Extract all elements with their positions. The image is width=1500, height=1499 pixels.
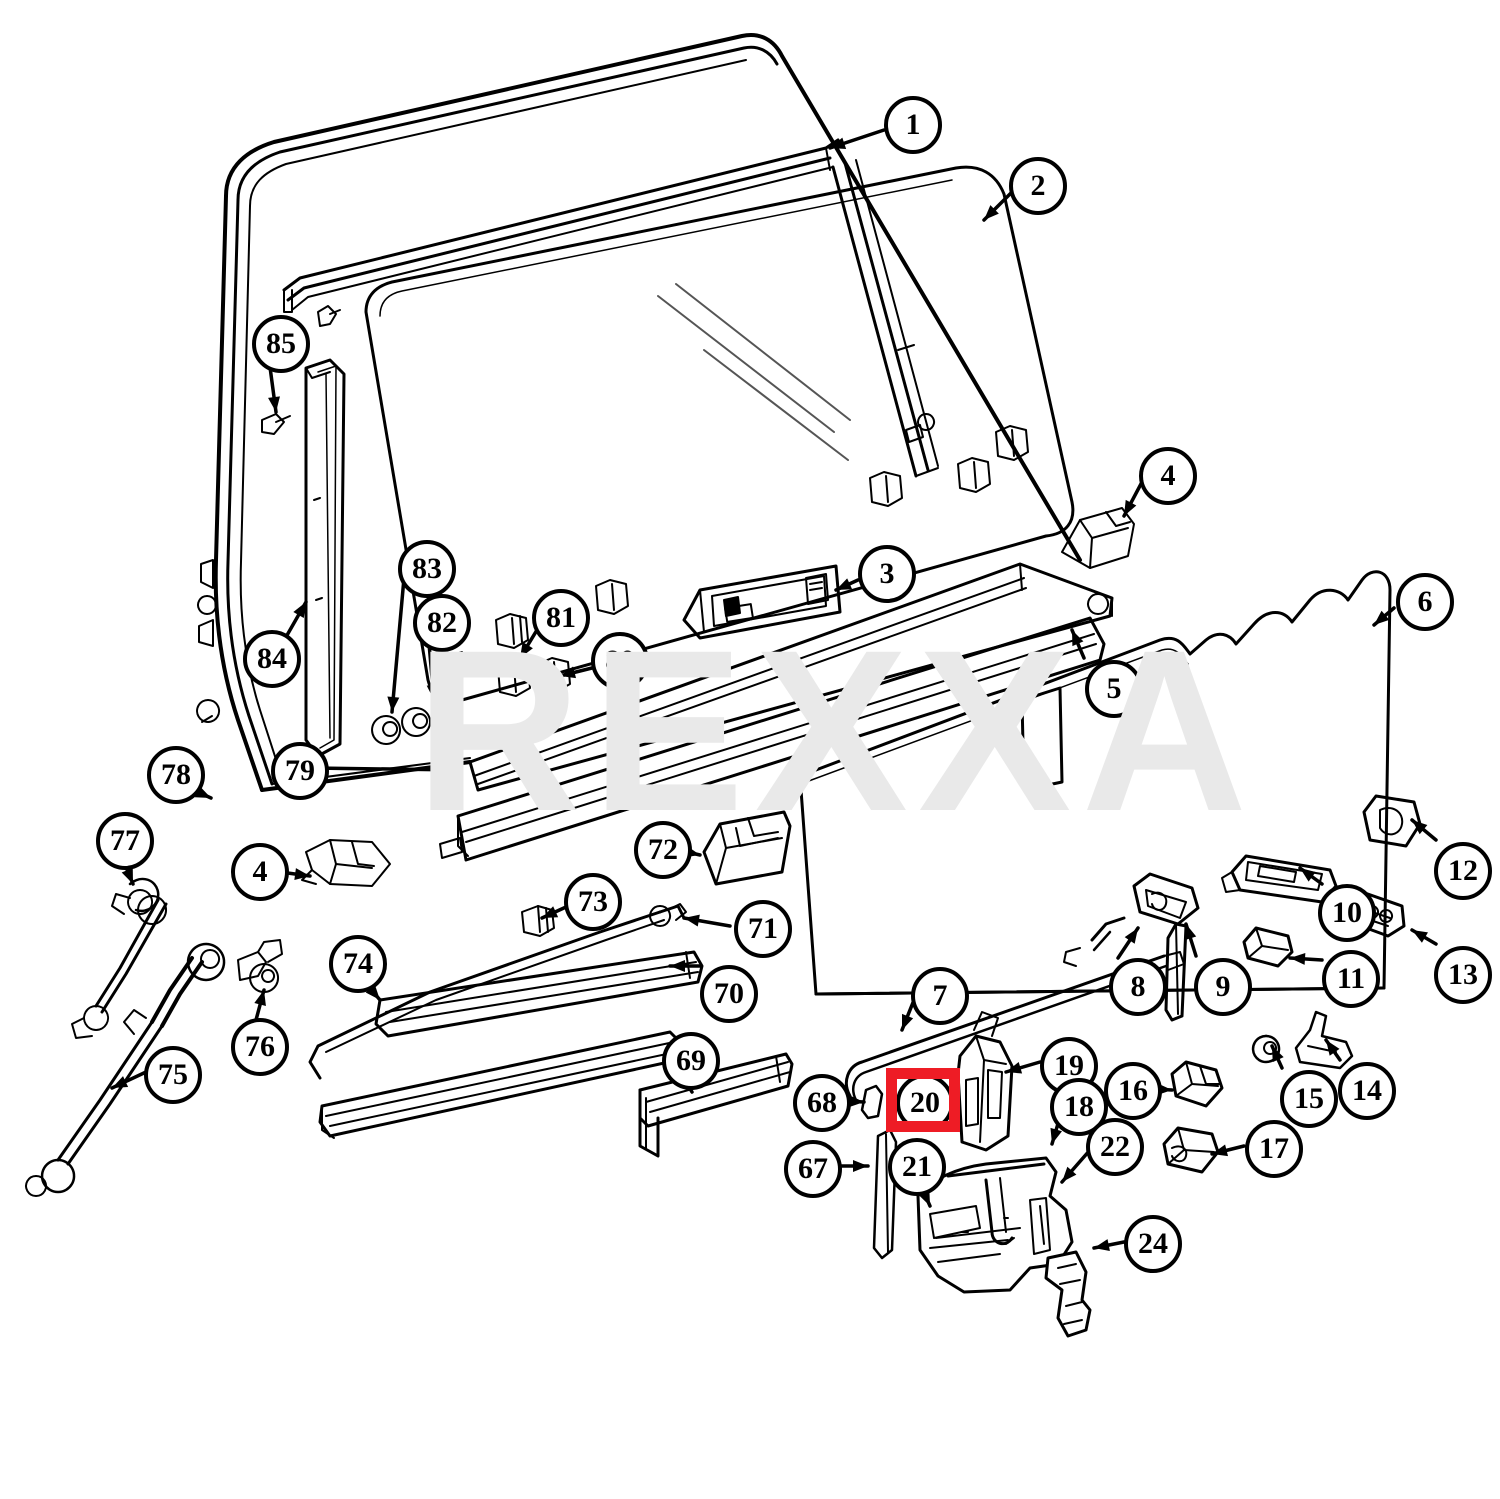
callout-label: 9 [1215, 970, 1231, 1003]
callout-1[interactable]: 1 [884, 96, 942, 154]
callout-label: 16 [1118, 1074, 1148, 1107]
callout-7[interactable]: 7 [911, 967, 969, 1025]
callout-8[interactable]: 8 [1109, 958, 1167, 1016]
callout-77[interactable]: 77 [96, 812, 154, 870]
callout-label: 13 [1448, 958, 1478, 991]
watermark-rexxa: REXXA [415, 602, 1258, 859]
callout-6[interactable]: 6 [1396, 573, 1454, 631]
callout-80[interactable]: 80 [591, 632, 649, 690]
callout-5[interactable]: 5 [1085, 660, 1143, 718]
callout-15[interactable]: 15 [1280, 1070, 1338, 1128]
callout-label: 24 [1138, 1227, 1168, 1260]
callout-label: 21 [902, 1150, 932, 1183]
callout-label: 67 [798, 1152, 828, 1185]
callout-9[interactable]: 9 [1194, 958, 1252, 1016]
callout-label: 8 [1130, 970, 1146, 1003]
callout-4[interactable]: 4 [231, 843, 289, 901]
callout-76[interactable]: 76 [231, 1018, 289, 1076]
callout-79[interactable]: 79 [271, 742, 329, 800]
callout-17[interactable]: 17 [1245, 1120, 1303, 1178]
callout-4[interactable]: 4 [1139, 447, 1197, 505]
callout-label: 17 [1259, 1132, 1289, 1165]
callout-label: 84 [257, 642, 287, 675]
callout-label: 12 [1448, 854, 1478, 887]
callout-label: 3 [879, 557, 895, 590]
callout-label: 78 [161, 758, 191, 791]
callout-84[interactable]: 84 [243, 630, 301, 688]
callout-label: 79 [285, 754, 315, 787]
callout-label: 22 [1100, 1130, 1130, 1163]
callout-83[interactable]: 83 [398, 540, 456, 598]
callout-label: 81 [546, 601, 576, 634]
callout-label: 20 [910, 1086, 940, 1119]
callout-68[interactable]: 68 [793, 1074, 851, 1132]
callout-71[interactable]: 71 [734, 900, 792, 958]
callout-label: 5 [1106, 672, 1122, 705]
callout-69[interactable]: 69 [662, 1032, 720, 1090]
callout-label: 80 [605, 644, 635, 677]
callout-label: 7 [932, 979, 948, 1012]
callout-label: 82 [427, 606, 457, 639]
callout-72[interactable]: 72 [634, 821, 692, 879]
callout-67[interactable]: 67 [784, 1140, 842, 1198]
callout-label: 75 [158, 1058, 188, 1091]
callout-73[interactable]: 73 [564, 873, 622, 931]
callout-85[interactable]: 85 [252, 315, 310, 373]
callout-78[interactable]: 78 [147, 746, 205, 804]
callout-74[interactable]: 74 [329, 935, 387, 993]
callout-81[interactable]: 81 [532, 589, 590, 647]
callout-label: 10 [1332, 896, 1362, 929]
callout-label: 73 [578, 885, 608, 918]
callout-label: 4 [252, 855, 268, 888]
callout-label: 77 [110, 824, 140, 857]
callout-16[interactable]: 16 [1104, 1062, 1162, 1120]
callout-label: 19 [1054, 1049, 1084, 1082]
callout-label: 6 [1417, 585, 1433, 618]
callout-24[interactable]: 24 [1124, 1215, 1182, 1273]
callout-label: 18 [1064, 1090, 1094, 1123]
callout-label: 69 [676, 1044, 706, 1077]
callout-82[interactable]: 82 [413, 594, 471, 652]
callout-label: 76 [245, 1030, 275, 1063]
callout-label: 15 [1294, 1082, 1324, 1115]
highlight-box-callout-20 [886, 1068, 960, 1132]
callout-label: 72 [648, 833, 678, 866]
callout-label: 1 [905, 108, 921, 141]
callout-label: 85 [266, 327, 296, 360]
callout-10[interactable]: 10 [1318, 884, 1376, 942]
callout-70[interactable]: 70 [700, 965, 758, 1023]
callout-label: 4 [1160, 459, 1176, 492]
callout-label: 14 [1352, 1074, 1382, 1107]
callout-12[interactable]: 12 [1434, 842, 1492, 900]
callout-13[interactable]: 13 [1434, 946, 1492, 1004]
callout-label: 70 [714, 977, 744, 1010]
callout-14[interactable]: 14 [1338, 1062, 1396, 1120]
callout-label: 68 [807, 1086, 837, 1119]
callout-label: 2 [1030, 169, 1046, 202]
callout-label: 74 [343, 947, 373, 980]
callout-75[interactable]: 75 [144, 1046, 202, 1104]
callout-22[interactable]: 22 [1086, 1118, 1144, 1176]
callout-label: 11 [1336, 962, 1366, 995]
callout-label: 83 [412, 552, 442, 585]
callout-label: 71 [748, 912, 778, 945]
callout-2[interactable]: 2 [1009, 157, 1067, 215]
callout-21[interactable]: 21 [888, 1138, 946, 1196]
callout-3[interactable]: 3 [858, 545, 916, 603]
callout-11[interactable]: 11 [1322, 950, 1380, 1008]
